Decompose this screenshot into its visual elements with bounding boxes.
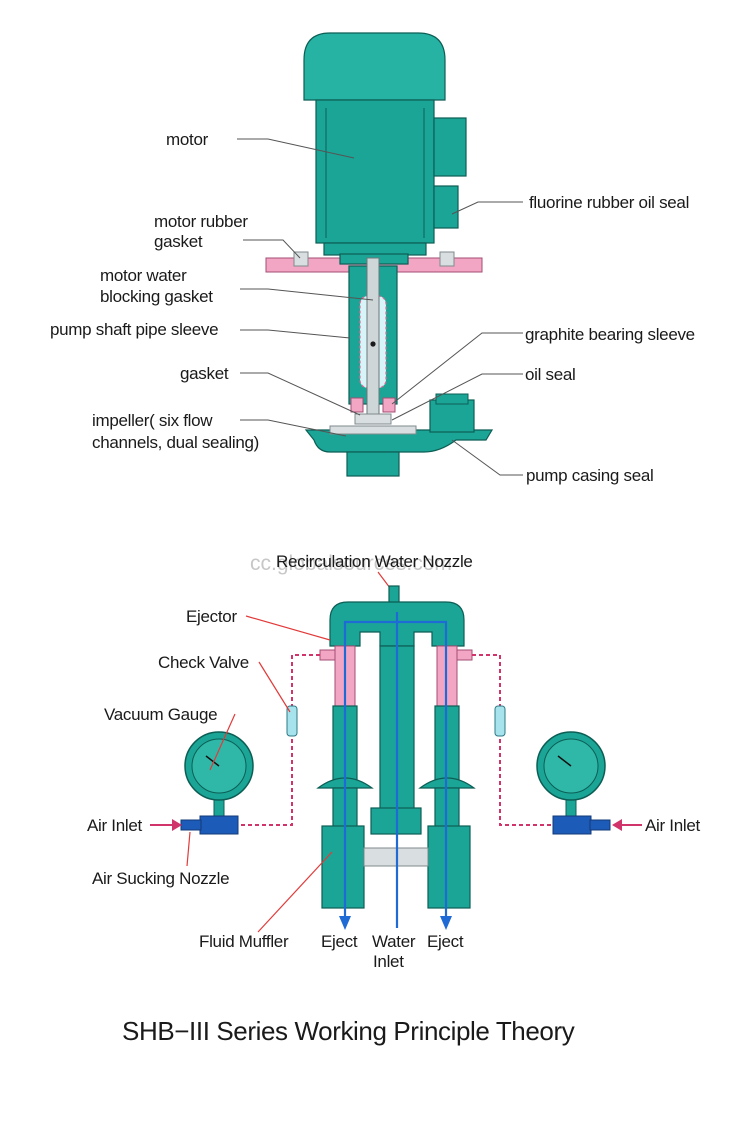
ejector-diagram: cc.globalsources.com Recirculation Water… [87, 552, 701, 971]
pump-shaft [366, 257, 380, 417]
air-line-left [240, 654, 320, 826]
label-ejector: Ejector [186, 607, 237, 626]
label-eject-right: Eject [427, 932, 464, 951]
check-valve-right [494, 705, 506, 737]
vacuum-gauge-left [180, 731, 254, 835]
air-line-right [472, 654, 553, 826]
label-check-valve: Check Valve [158, 653, 249, 672]
watermark: cc.globalsources.com [250, 552, 452, 575]
label-fluid-muffler: Fluid Muffler [199, 932, 289, 951]
label-motor: motor [166, 130, 209, 149]
label-pump-shaft-pipe-sleeve: pump shaft pipe sleeve [50, 320, 218, 339]
terminal-box-upper [433, 117, 467, 177]
label-fluorine-rubber-oil-seal: fluorine rubber oil seal [529, 193, 689, 212]
diagram-caption: SHB−III Series Working Principle Theory [122, 1016, 575, 1046]
air-inlet-arrow-left [172, 819, 182, 831]
label-air-sucking-nozzle: Air Sucking Nozzle [92, 869, 229, 888]
label-impeller-2: channels, dual sealing) [92, 433, 259, 452]
ejector-port-right [456, 649, 473, 661]
label-motor-rubber-gasket-2: gasket [154, 232, 203, 251]
air-sucking-nozzle-right [552, 815, 592, 835]
motor-flange [323, 242, 427, 256]
label-impeller-1: impeller( six flow [92, 411, 213, 430]
outlet-port [429, 399, 475, 433]
label-recirculation-nozzle: Recirculation Water Nozzle [276, 552, 473, 571]
recirculation-nozzle [388, 585, 400, 605]
label-gasket: gasket [180, 364, 229, 383]
graphite-bearing-sleeve-right [382, 397, 396, 413]
bolt-right [439, 251, 455, 267]
label-eject-left: Eject [321, 932, 358, 951]
terminal-box-lower [433, 185, 459, 229]
pump-diagram: motor motor rubber gasket motor water bl… [50, 32, 695, 485]
air-sucking-nozzle-left [199, 815, 239, 835]
motor-body [315, 99, 435, 244]
label-motor-rubber-gasket-1: motor rubber [154, 212, 248, 231]
label-oil-seal: oil seal [525, 365, 576, 384]
fluid-muffler-left [321, 825, 365, 909]
ejector-port-left [319, 649, 336, 661]
oil-seal [354, 413, 392, 425]
fluid-muffler-right [427, 825, 471, 909]
label-water-inlet-2: Inlet [373, 952, 404, 971]
label-motor-water-blocking-2: blocking gasket [100, 287, 213, 306]
graphite-bearing-sleeve-left [350, 397, 364, 413]
label-air-inlet-left: Air Inlet [87, 816, 143, 835]
vacuum-gauge-right [536, 731, 611, 835]
check-valve-left [286, 705, 298, 737]
label-vacuum-gauge: Vacuum Gauge [104, 705, 217, 724]
impeller [329, 425, 417, 435]
motor-fan-cover [303, 32, 446, 101]
label-air-inlet-right: Air Inlet [645, 816, 701, 835]
air-inlet-arrow-right [612, 819, 622, 831]
label-graphite-bearing-sleeve: graphite bearing sleeve [525, 325, 695, 344]
eject-flow-line [343, 620, 448, 924]
label-motor-water-blocking-1: motor water [100, 266, 187, 285]
pump-inlet [346, 451, 400, 477]
label-pump-casing-seal: pump casing seal [526, 466, 654, 485]
label-water-inlet-1: Water [372, 932, 416, 951]
pump-casing [304, 429, 494, 453]
